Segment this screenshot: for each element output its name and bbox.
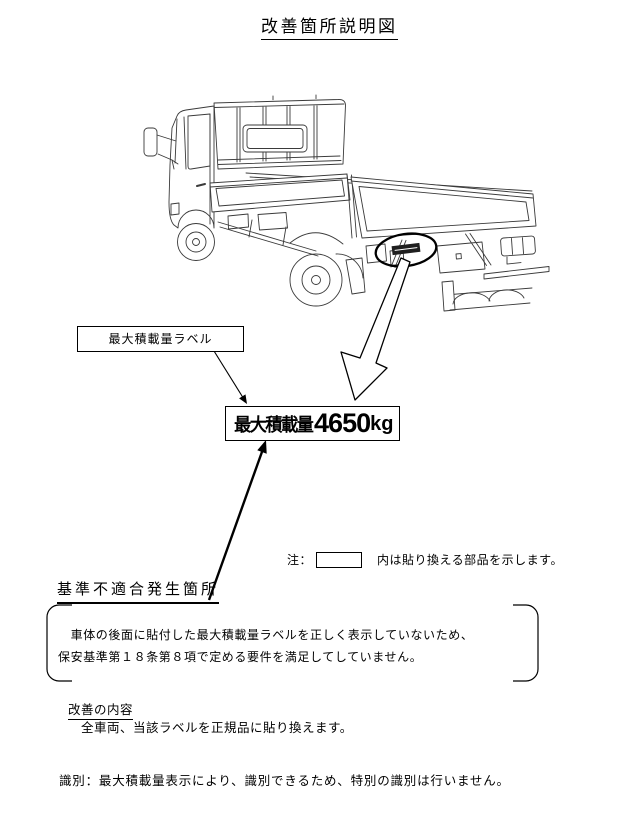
headboard-window bbox=[242, 124, 308, 153]
rear-wheel bbox=[289, 253, 366, 307]
identification-text: 識別：最大積載量表示により、識別できるため、特別の識別は行いません。 bbox=[59, 774, 510, 788]
legend-row: 注： 内は貼り換える部品を示します。 bbox=[287, 551, 563, 568]
callout-box: 最大積載量ラベル bbox=[77, 326, 244, 352]
nonconformity-arrow bbox=[207, 440, 267, 601]
callout-leader-arrow bbox=[213, 350, 247, 404]
max-load-label-value: 4650 bbox=[314, 408, 371, 438]
nonconformity-line2: 保安基準第１８条第８項で定める要件を満足してしていません。 bbox=[58, 650, 423, 664]
callout-label: 最大積載量ラベル bbox=[108, 332, 213, 346]
headboard bbox=[213, 94, 346, 170]
improvement-heading: 改善の内容 bbox=[68, 699, 134, 720]
legend-text: 内は貼り換える部品を示します。 bbox=[377, 553, 563, 567]
nonconformity-bracket-box bbox=[46, 604, 539, 682]
rear-far-wheels bbox=[441, 280, 533, 312]
nonconformity-heading: 基準不適合発生箇所 bbox=[57, 578, 220, 604]
improvement-body: 全車両、当該ラベルを正規品に貼り換えます。 bbox=[68, 721, 353, 735]
rear-underbody bbox=[365, 233, 550, 280]
cab bbox=[143, 105, 215, 229]
front-wheel bbox=[177, 223, 215, 261]
rear-gate bbox=[350, 176, 537, 239]
legend-prefix: 注： bbox=[287, 553, 313, 567]
max-load-label-name: 最大積載量 bbox=[233, 414, 314, 435]
side-mirror bbox=[143, 127, 158, 157]
max-load-label-unit: kg bbox=[370, 412, 394, 435]
page-title: 改善箇所説明図 bbox=[261, 12, 398, 40]
bed-side-panel bbox=[209, 173, 351, 213]
underbody bbox=[217, 212, 344, 257]
legend-swatch-box bbox=[316, 551, 363, 568]
nonconformity-line1: 車体の後面に貼付した最大積載量ラベルを正しく表示していないため、 bbox=[58, 628, 474, 642]
tail-lamp bbox=[500, 235, 536, 257]
truck-illustration bbox=[143, 94, 550, 312]
